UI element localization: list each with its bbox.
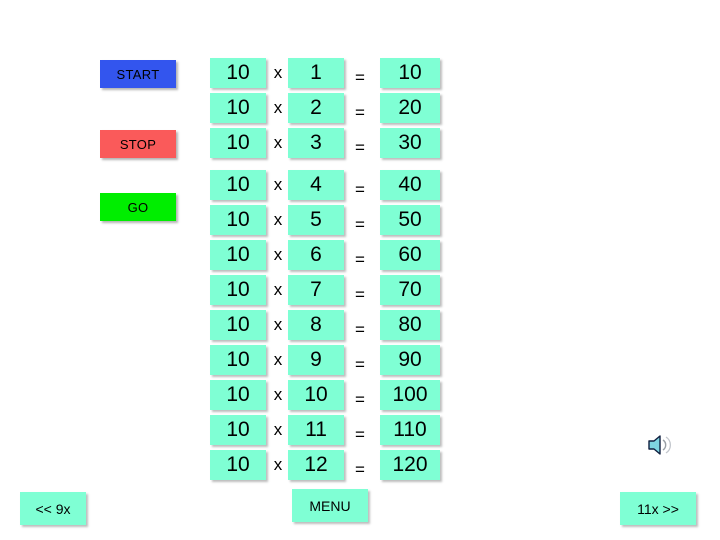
product-cell[interactable]: 100 <box>380 380 440 410</box>
go-button[interactable]: GO <box>100 193 176 221</box>
prev-table-label: << 9x <box>35 500 71 517</box>
product-cell[interactable]: 110 <box>380 415 440 445</box>
table-row: 10 x 1 = 10 <box>210 58 445 88</box>
product-cell[interactable]: 10 <box>380 58 440 88</box>
product-cell[interactable]: 20 <box>380 93 440 123</box>
stop-button-label: STOP <box>119 136 157 152</box>
equals-symbol: = <box>355 68 365 87</box>
table-row: 10 x 4 = 40 <box>210 170 445 200</box>
product-cell[interactable]: 80 <box>380 310 440 340</box>
table-row: 10 x 2 = 20 <box>210 93 445 123</box>
times-symbol: x <box>273 315 283 334</box>
product-cell[interactable]: 50 <box>380 205 440 235</box>
prev-table-button[interactable]: << 9x <box>20 492 86 525</box>
times-symbol: x <box>273 175 283 194</box>
multiplicand-cell[interactable]: 10 <box>210 345 266 375</box>
table-row: 10 x 9 = 90 <box>210 345 445 375</box>
multiplicand-cell[interactable]: 10 <box>210 58 266 88</box>
multiplier-cell[interactable]: 8 <box>288 310 344 340</box>
multiplicand-cell[interactable]: 10 <box>210 240 266 270</box>
equals-symbol: = <box>355 215 365 234</box>
speaker-icon[interactable] <box>646 432 674 458</box>
multiplicand-cell[interactable]: 10 <box>210 128 266 158</box>
equals-symbol: = <box>355 320 365 339</box>
multiplicand-cell[interactable]: 10 <box>210 93 266 123</box>
equals-symbol: = <box>355 390 365 409</box>
product-cell[interactable]: 40 <box>380 170 440 200</box>
product-cell[interactable]: 70 <box>380 275 440 305</box>
menu-button[interactable]: MENU <box>292 489 368 522</box>
table-row: 10 x 11 = 110 <box>210 415 445 445</box>
table-row: 10 x 8 = 80 <box>210 310 445 340</box>
multiplier-cell[interactable]: 6 <box>288 240 344 270</box>
go-button-label: GO <box>127 199 149 215</box>
times-symbol: x <box>273 245 283 264</box>
multiplier-cell[interactable]: 5 <box>288 205 344 235</box>
multiplier-cell[interactable]: 10 <box>288 380 344 410</box>
multiplier-cell[interactable]: 4 <box>288 170 344 200</box>
multiplicand-cell[interactable]: 10 <box>210 170 266 200</box>
multiplicand-cell[interactable]: 10 <box>210 310 266 340</box>
multiplicand-cell[interactable]: 10 <box>210 380 266 410</box>
multiplicand-cell[interactable]: 10 <box>210 450 266 480</box>
multiplier-cell[interactable]: 3 <box>288 128 344 158</box>
times-symbol: x <box>273 385 283 404</box>
multiplier-cell[interactable]: 9 <box>288 345 344 375</box>
product-cell[interactable]: 120 <box>380 450 440 480</box>
table-row: 10 x 6 = 60 <box>210 240 445 270</box>
equals-symbol: = <box>355 103 365 122</box>
product-cell[interactable]: 90 <box>380 345 440 375</box>
table-row: 10 x 10 = 100 <box>210 380 445 410</box>
multiplier-cell[interactable]: 1 <box>288 58 344 88</box>
start-button[interactable]: START <box>100 60 176 88</box>
multiplier-cell[interactable]: 2 <box>288 93 344 123</box>
table-row: 10 x 7 = 70 <box>210 275 445 305</box>
equals-symbol: = <box>355 355 365 374</box>
next-table-label: 11x >> <box>637 500 679 517</box>
next-table-button[interactable]: 11x >> <box>620 492 696 525</box>
multiplicand-cell[interactable]: 10 <box>210 205 266 235</box>
equals-symbol: = <box>355 425 365 444</box>
equals-symbol: = <box>355 460 365 479</box>
times-symbol: x <box>273 350 283 369</box>
times-symbol: x <box>273 210 283 229</box>
table-row: 10 x 3 = 30 <box>210 128 445 158</box>
table-row: 10 x 12 = 120 <box>210 450 445 480</box>
stop-button[interactable]: STOP <box>100 130 176 158</box>
multiplicand-cell[interactable]: 10 <box>210 275 266 305</box>
equals-symbol: = <box>355 250 365 269</box>
times-symbol: x <box>273 63 283 82</box>
multiplier-cell[interactable]: 12 <box>288 450 344 480</box>
times-symbol: x <box>273 455 283 474</box>
equals-symbol: = <box>355 138 365 157</box>
times-symbol: x <box>273 420 283 439</box>
menu-button-label: MENU <box>309 497 351 514</box>
times-symbol: x <box>273 280 283 299</box>
table-row: 10 x 5 = 50 <box>210 205 445 235</box>
start-button-label: START <box>116 66 160 82</box>
equals-symbol: = <box>355 180 365 199</box>
multiplier-cell[interactable]: 7 <box>288 275 344 305</box>
product-cell[interactable]: 60 <box>380 240 440 270</box>
product-cell[interactable]: 30 <box>380 128 440 158</box>
times-table: 10 x 1 = 10 10 x 2 = 20 10 x 3 = 30 10 x… <box>210 58 445 485</box>
times-symbol: x <box>273 133 283 152</box>
multiplicand-cell[interactable]: 10 <box>210 415 266 445</box>
multiplier-cell[interactable]: 11 <box>288 415 344 445</box>
equals-symbol: = <box>355 285 365 304</box>
times-symbol: x <box>273 98 283 117</box>
